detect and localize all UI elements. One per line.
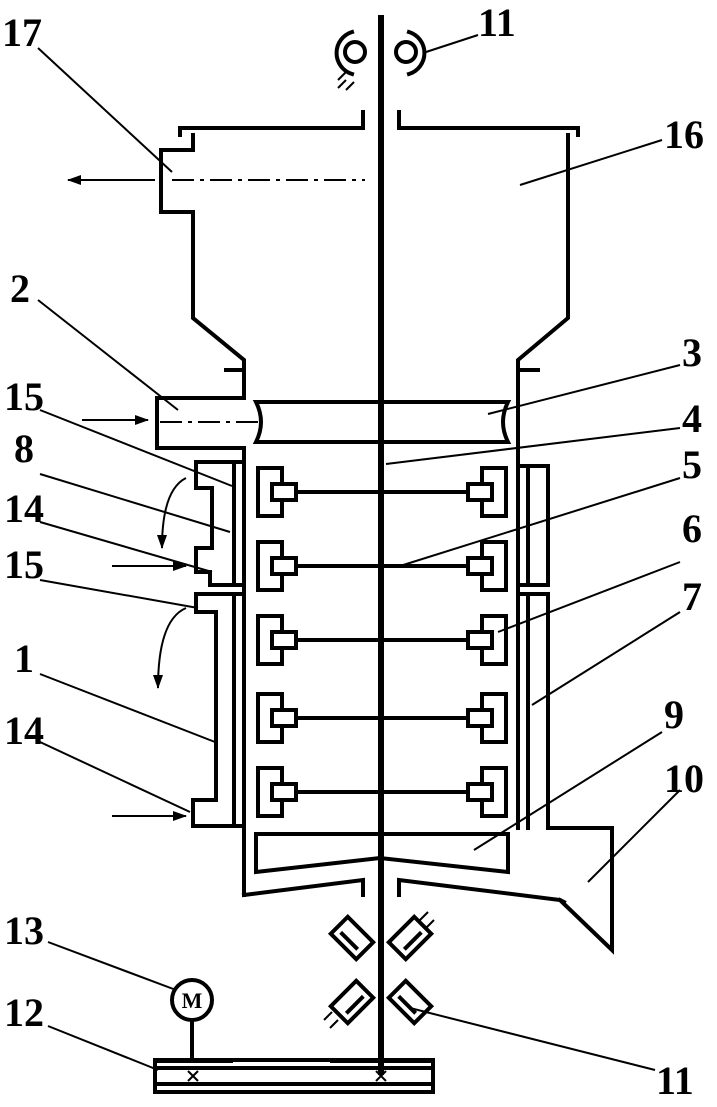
right-paddle [480, 766, 508, 818]
left-paddle [256, 766, 284, 818]
right-paddle-hub [466, 630, 494, 650]
label-14-a: 14 [4, 486, 44, 531]
upper-vessel [159, 110, 580, 374]
label-6: 6 [682, 506, 702, 551]
left-paddle [256, 540, 284, 592]
lower-bearings [323, 911, 435, 1029]
label-2: 2 [10, 266, 30, 311]
motor: M [170, 978, 214, 1062]
label-14-b: 14 [4, 708, 44, 753]
label-3: 3 [682, 330, 702, 375]
left-paddle-hub [270, 630, 298, 650]
left-paddle-hub [270, 708, 298, 728]
left-paddle-hub [270, 782, 298, 802]
bottom-cone [254, 832, 510, 875]
motor-label: M [182, 988, 203, 1013]
label-11-bottom: 11 [656, 1058, 694, 1103]
label-9: 9 [664, 692, 684, 737]
upper-jacket [194, 460, 246, 587]
left-paddle-hub [270, 556, 298, 576]
label-12: 12 [4, 990, 44, 1035]
label-7: 7 [682, 574, 702, 619]
right-paddle-hub [466, 482, 494, 502]
label-13: 13 [4, 908, 44, 953]
label-16: 16 [664, 112, 704, 157]
outlet-chute [241, 826, 614, 955]
label-17: 17 [2, 10, 42, 55]
left-paddle [256, 692, 284, 744]
label-8: 8 [14, 426, 34, 471]
right-paddle [480, 614, 508, 666]
right-paddle [480, 466, 508, 518]
agitator-stages [256, 466, 508, 818]
inner-column [242, 460, 520, 897]
lower-jacket [191, 592, 246, 828]
label-5: 5 [682, 442, 702, 487]
belt-drive [153, 1058, 435, 1094]
left-paddle-hub [270, 482, 298, 502]
label-11-top: 11 [478, 0, 516, 45]
reference-labels: 17 11 16 2 3 15 4 8 5 14 6 15 7 1 9 14 1… [2, 0, 704, 1103]
right-paddle-hub [466, 556, 494, 576]
left-paddle [256, 614, 284, 666]
leader-lines [37, 34, 681, 1071]
left-paddle [256, 466, 284, 518]
label-10: 10 [664, 756, 704, 801]
label-15-a: 15 [4, 374, 44, 419]
right-paddle-hub [466, 708, 494, 728]
right-paddle [480, 692, 508, 744]
right-paddle [480, 540, 508, 592]
flow-arrows [112, 477, 187, 821]
top-bearing [334, 29, 427, 91]
label-4: 4 [682, 396, 702, 441]
right-paddle-hub [466, 782, 494, 802]
label-15-b: 15 [4, 542, 44, 587]
label-1: 1 [14, 636, 34, 681]
